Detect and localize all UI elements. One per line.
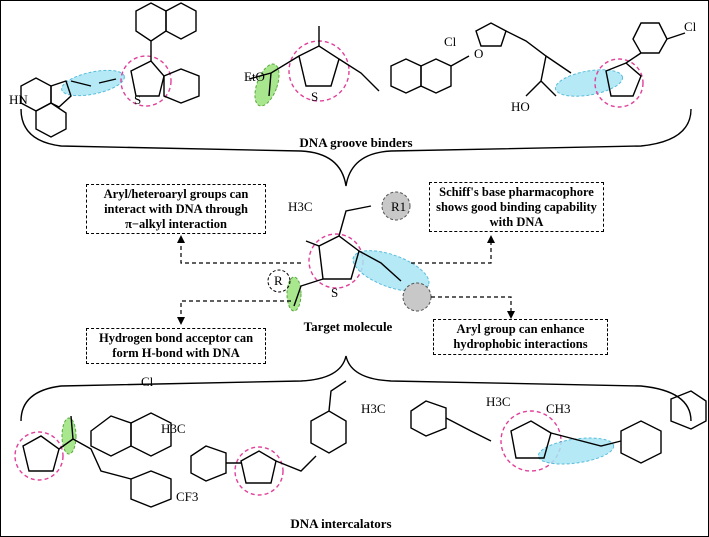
- atom-s: S: [311, 89, 318, 104]
- intercalators-brace: [20, 355, 692, 422]
- arrow-to-hbond-box: [180, 300, 291, 319]
- atom-eto: EtO: [244, 69, 265, 84]
- benzyl-thiazole-molecule: [190, 380, 347, 496]
- hbond-annotation-box: Hydrogen bond acceptor can form H-bond w…: [86, 328, 266, 364]
- atom-cl: Cl: [444, 34, 457, 49]
- azo-thiazole-morpholine-molecule: [410, 390, 707, 472]
- ester-thiazole-quinoline-molecule: [248, 26, 470, 107]
- indole-thiazole-molecule: [20, 2, 200, 138]
- arrow-to-aryl-group-box: [431, 296, 512, 313]
- atom-ch3: CH3: [546, 401, 571, 416]
- atom-h3c: H3C: [361, 401, 386, 416]
- arrow-to-aryl-box: [180, 241, 301, 264]
- furan-thiazole-molecule: [475, 22, 686, 108]
- atom-r: R: [274, 273, 283, 288]
- atom-h3c: H3C: [486, 394, 511, 409]
- aryl-heteroaryl-annotation-box: Aryl/heteroaryl groups can interact with…: [86, 184, 266, 234]
- schiff-base-annotation-box: Schiff's base pharmacophore shows good b…: [429, 182, 604, 232]
- groove-binders-brace: [20, 108, 692, 187]
- atom-s: S: [134, 92, 141, 107]
- target-molecule-label: Target molecule: [303, 319, 393, 334]
- atom-cl: Cl: [684, 19, 697, 34]
- quinazolinone-thiazole-molecule: [14, 412, 172, 508]
- atom-r1: R1: [391, 199, 406, 214]
- atom-cf3: CF3: [176, 489, 198, 504]
- atom-h3c: H3C: [288, 199, 313, 214]
- atom-h3c: H3C: [161, 421, 186, 436]
- intercalators-label: DNA intercalators: [290, 516, 392, 531]
- arrow-to-schiff-box: [411, 241, 492, 264]
- aryl-group-annotation-box: Aryl group can enhance hydrophobic inter…: [433, 319, 608, 355]
- atom-s: S: [331, 285, 338, 300]
- atom-hn: HN: [9, 92, 28, 107]
- atom-cl: Cl: [141, 374, 154, 389]
- target-molecule-structure: [267, 191, 432, 312]
- groove-binders-label: DNA groove binders: [299, 135, 413, 150]
- atom-o: O: [474, 46, 483, 61]
- atom-ho: HO: [511, 99, 530, 114]
